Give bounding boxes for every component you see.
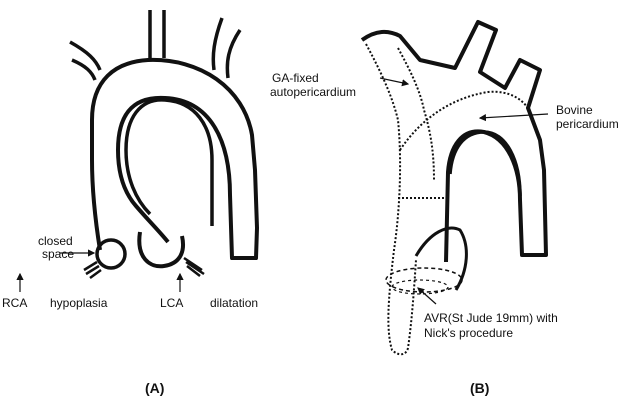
label-closed-space-2: space [42,248,74,261]
left-sinus-cup [139,232,183,266]
bovine-pericardium-patch [400,92,532,150]
label-ga-fixed-1: GA-fixed [272,72,319,85]
label-bovine-2: pericardium [556,118,619,131]
panel-b-repair-drawing [362,22,548,354]
label-rca: RCA [2,297,27,310]
label-ga-fixed-2: autopericardium [270,86,356,99]
label-avr-1: AVR(St Jude 19mm) with [424,312,558,325]
lca-vessel [184,258,204,276]
label-hypoplasia: hypoplasia [50,297,107,310]
ga-autopericardium-patch [366,44,416,354]
label-dilatation: dilatation [210,297,258,310]
caption-panel-a: (A) [145,380,164,396]
label-bovine-1: Bovine [556,104,593,117]
label-lca: LCA [160,297,183,310]
aorta-outer-wall [92,60,257,258]
closed-space-circle [97,240,125,268]
label-avr-2: Nick's procedure [424,327,513,340]
repair-inner-arch [450,132,520,196]
repair-outer-wall [362,22,546,262]
rca-vessel [84,262,101,278]
neck-vessels [70,10,240,80]
avr-valve-ring [386,268,462,292]
caption-panel-b: (B) [470,380,489,396]
